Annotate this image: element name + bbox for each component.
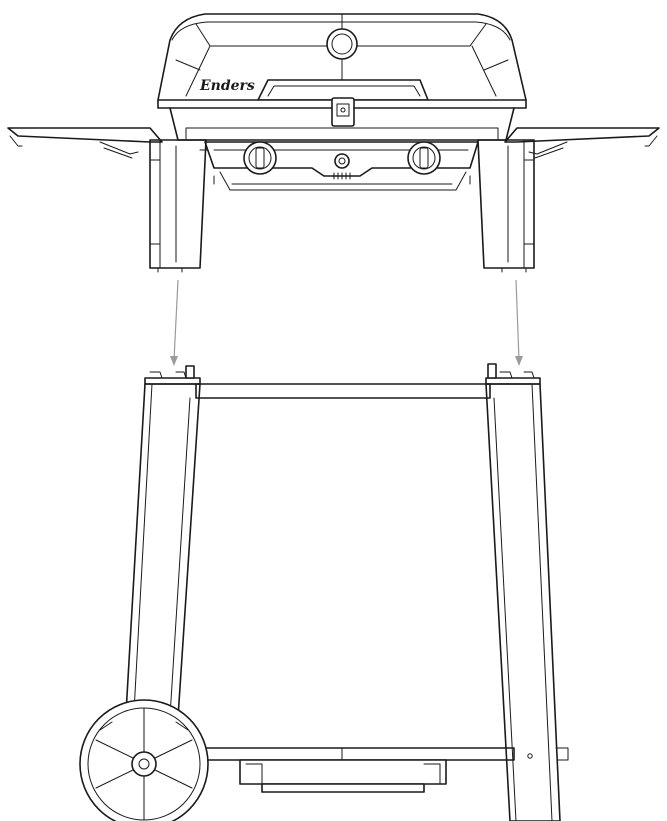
igniter-button	[334, 153, 350, 169]
grill-legs-right	[477, 139, 535, 273]
arrow-down-icon	[515, 279, 520, 361]
wheel-icon	[79, 699, 209, 821]
grill-lid: Enders	[157, 13, 527, 127]
cart-leg-right	[485, 383, 569, 821]
arrow-down-icon	[173, 279, 179, 361]
top-crossbar	[195, 383, 491, 399]
bottom-tray	[239, 759, 447, 793]
grill-legs-left	[149, 139, 209, 273]
control-panel	[204, 141, 479, 191]
side-table-right	[504, 127, 660, 159]
cart-leg-left	[123, 383, 201, 749]
assembly-arrows	[170, 279, 523, 366]
brand-logo: Enders	[199, 78, 255, 94]
grill-body	[169, 107, 515, 141]
side-table-left	[7, 127, 163, 159]
cart-top-mounts	[144, 363, 541, 385]
bottom-crossbar	[175, 747, 515, 761]
cart-stand	[79, 363, 569, 821]
grill-unit: Enders	[7, 13, 660, 273]
